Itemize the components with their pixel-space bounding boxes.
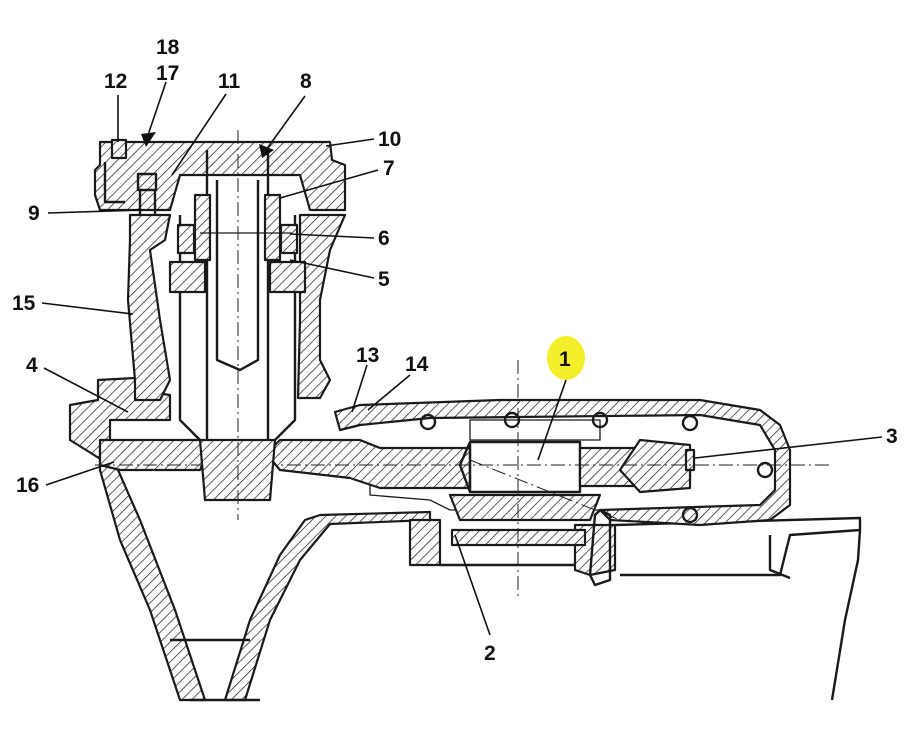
arrowhead-8 [259,144,274,158]
lower-housing [68,376,862,702]
leader-14 [367,374,411,411]
callout-2: 2 [484,642,496,665]
callout-3: 3 [886,425,898,448]
callout-11: 11 [218,70,241,93]
callout-1-highlight [547,336,585,380]
leader-17 [147,81,167,136]
horizontal-shaft-assembly [95,360,830,600]
leader-15 [41,302,134,315]
leader-16 [45,461,115,486]
leader-lines [41,81,883,636]
leader-11 [171,93,227,176]
leader-7 [279,169,379,199]
leader-8 [265,95,306,151]
vertical-shaft-tower [93,130,347,520]
leader-2 [454,534,491,636]
callout-16: 16 [16,474,39,497]
arrowhead-17 [141,132,156,147]
callout-14: 14 [405,353,429,376]
callout-18: 18 [156,36,180,59]
callout-8: 8 [300,70,312,93]
callout-5: 5 [378,268,390,291]
callout-7: 7 [383,157,395,180]
callout-labels: 1 2 3 4 5 6 7 8 9 10 11 12 13 14 15 16 1… [12,36,898,665]
leader-6 [289,233,375,239]
callout-10: 10 [378,128,401,151]
callout-13: 13 [356,344,379,367]
callout-12: 12 [104,70,127,93]
leader-4 [43,367,129,413]
leader-1 [537,379,567,461]
leader-13 [351,364,368,413]
callout-15: 15 [12,292,36,315]
leader-9 [47,209,144,214]
callout-17: 17 [156,62,179,85]
callout-1: 1 [559,348,571,371]
callout-4: 4 [26,354,38,377]
leader-3 [694,436,883,459]
callout-9: 9 [28,202,40,225]
leader-5 [289,259,375,279]
leader-10 [325,138,375,147]
callout-6: 6 [378,227,390,250]
